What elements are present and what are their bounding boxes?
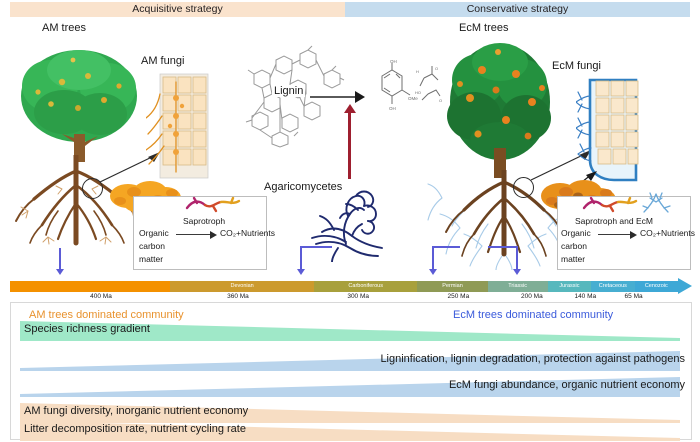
am-root-magnifier-circle [82,178,103,199]
am-timeline-arrow-head [55,269,64,275]
timeline-segment-carboniferous: Carboniferous [313,281,418,292]
bottom-summary-panel: AM trees dominated community EcM trees d… [10,302,692,441]
am-substrate-line3: matter [139,254,164,264]
timeline-segment-cenozoic: Cenozoic [634,281,678,292]
svg-text:OMe: OMe [408,96,418,101]
am-product-label: CO₂+Nutrients [220,228,276,238]
ecm-timeline-arrow-stem-2 [516,246,518,270]
timeline-tick: 250 Ma [447,293,470,300]
saprotroph-hyphae-icon-right [582,196,638,213]
gradient-wedge-label: Litter decomposition rate, nutrient cycl… [24,423,246,435]
ecm-timeline-arrow-horizontal [432,246,460,248]
saprotroph-hyphae-icon [185,196,241,213]
agaricomycetes-red-arrow-stem [348,113,351,179]
svg-text:HO: HO [415,90,421,95]
svg-text:H: H [416,69,419,74]
am-community-label: AM trees dominated community [29,309,184,321]
timeline-tick: 400 Ma [90,293,112,300]
timeline-tick: 360 Ma [227,293,249,300]
gradient-wedge [20,351,680,371]
ecm-reaction-arrow-line [598,234,630,235]
am-saprotroph-label: Saprotroph [183,216,226,226]
agaricomycetes-label: Agaricomycetes [264,181,343,193]
timeline-arrowhead [678,278,692,294]
lignin-molecule-structure [245,45,345,148]
lignin-arrow-head [355,91,365,103]
timeline-segment-devonian: Devonian [170,281,314,292]
svg-text:OH: OH [390,60,397,64]
timeline-segment-pre-devonian [10,281,171,292]
timeline-tick: 140 Ma [574,293,597,300]
ecm-product-label: CO₂+Nutrients [640,228,696,238]
header-conservative-strategy: Conservative strategy [345,2,690,17]
am-reaction-arrow-line [176,234,210,235]
am-fungi-label: AM fungi [141,55,185,67]
gradient-wedge [20,377,680,397]
agaricomycetes-fungus-drawing [311,190,383,262]
gradient-wedge-label: AM fungi diversity, inorganic nutrient e… [24,405,249,417]
svg-text:O: O [435,66,438,71]
timeline-tick: 65 Ma [624,293,643,300]
timeline-segment-cretaceous: Cretaceous [591,281,635,292]
ecm-substrate-line3: matter [561,254,586,264]
ecm-reaction-arrow-head [630,230,637,239]
gradient-wedge [20,321,680,341]
timeline-tick: 200 Ma [521,293,543,300]
gradient-wedge-label: Ligninfication, lignin degradation, prot… [380,353,685,365]
am-tree-graphic [21,50,137,162]
center-timeline-arrow-horizontal [300,246,332,248]
ecm-timeline-arrow-head [428,269,437,275]
ecm-fungi-label: EcM fungi [552,60,601,72]
gradient-wedge [20,403,680,423]
agaricomycetes-red-arrow-head [343,104,356,113]
lignin-arrow-line [310,96,356,98]
timeline-tick: 300 Ma [347,293,370,300]
lignin-label: Lignin [272,85,306,97]
am-reaction-box [133,196,267,270]
ecm-hyphae-icon [642,192,671,213]
am-substrate-line2: carbon [139,241,165,251]
ecm-trees-label: EcM trees [459,22,509,34]
svg-text:OH: OH [389,106,396,111]
timeline-segment-permian: Permian [417,281,488,292]
am-fungi-root-cell-diagram [146,73,209,179]
ecm-tree-graphic [447,43,551,168]
am-substrate-line1: Organic [139,228,169,238]
ecm-root-system-graphic [427,170,579,270]
header-acquisitive-strategy: Acquisitive strategy [10,2,345,17]
gradient-wedge-label: Species richness gradient [24,323,150,335]
timeline-segment-triassic: Triassic [487,281,548,292]
ecm-timeline-arrow-horizontal-2 [488,246,516,248]
ecm-community-label: EcM trees dominated community [453,309,614,321]
ecm-saprotroph-label: Saprotroph and EcM [575,216,653,226]
am-trees-label: AM trees [42,22,87,34]
ecm-timeline-arrow-head-2 [512,269,521,275]
ecm-reaction-box [557,196,691,270]
ecm-timeline-arrow-stem [432,246,434,270]
lignin-degradation-products-structure: OH OH OMe H O HO O [381,60,442,111]
gradient-wedge-label: EcM fungi abundance, organic nutrient ec… [448,379,685,391]
ecm-fungi-mantle-diagram [576,78,639,182]
am-reaction-arrow-head [210,230,217,239]
center-timeline-arrow-stem [300,246,302,270]
ecm-root-magnifier-circle [513,177,534,198]
svg-text:O: O [439,98,442,103]
center-timeline-arrow-head [296,269,305,275]
ecm-substrate-line2: carbon [561,241,587,251]
am-timeline-arrow-stem [59,248,61,270]
gradient-wedge [20,421,680,441]
timeline-segment-jurassic: Jurassic [547,281,592,292]
ecm-substrate-line1: Organic [561,228,591,238]
